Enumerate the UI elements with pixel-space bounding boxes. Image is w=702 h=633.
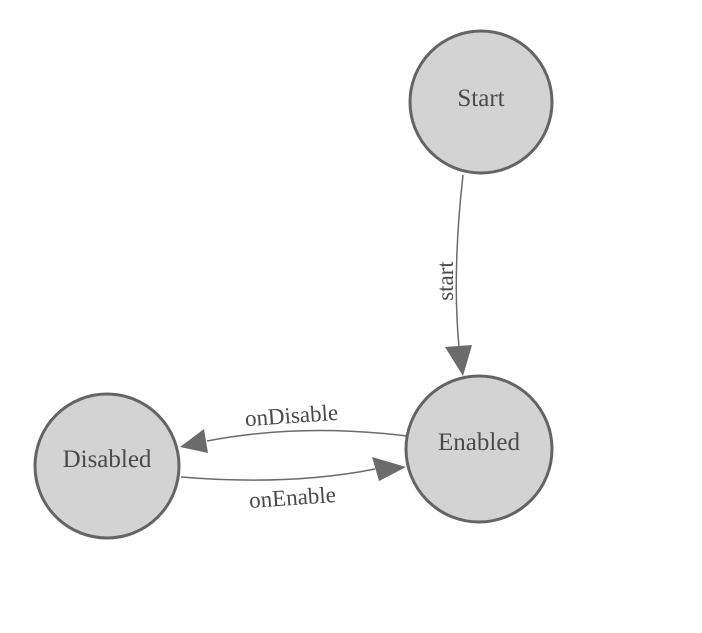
edge-enabled-to-disabled: onDisable (180, 400, 408, 453)
node-circle-enabled[interactable] (404, 374, 554, 524)
node-label-start: Start (457, 85, 504, 112)
edge-line (455, 174, 464, 348)
edge-disabled-to-enabled: onEnable (180, 457, 406, 513)
node-label-disabled: Disabled (63, 446, 152, 473)
state-node-start[interactable]: Start (408, 29, 554, 175)
node-label-enabled: Enabled (438, 429, 520, 456)
state-node-enabled[interactable]: Enabled (404, 374, 554, 524)
edge-label-onenable: onEnable (248, 482, 336, 513)
state-node-disabled[interactable]: Disabled (33, 392, 181, 540)
node-circle-disabled[interactable] (33, 392, 181, 540)
arrowhead-icon (445, 345, 472, 376)
arrowhead-icon (372, 457, 406, 481)
edge-label-start: start (433, 261, 458, 301)
edge-start-to-enabled: start (433, 174, 472, 376)
edge-line (180, 468, 376, 481)
edge-line (206, 429, 408, 442)
arrowhead-icon (180, 429, 208, 453)
edge-label-ondisable: onDisable (244, 400, 339, 431)
node-circle-start[interactable] (408, 29, 554, 175)
